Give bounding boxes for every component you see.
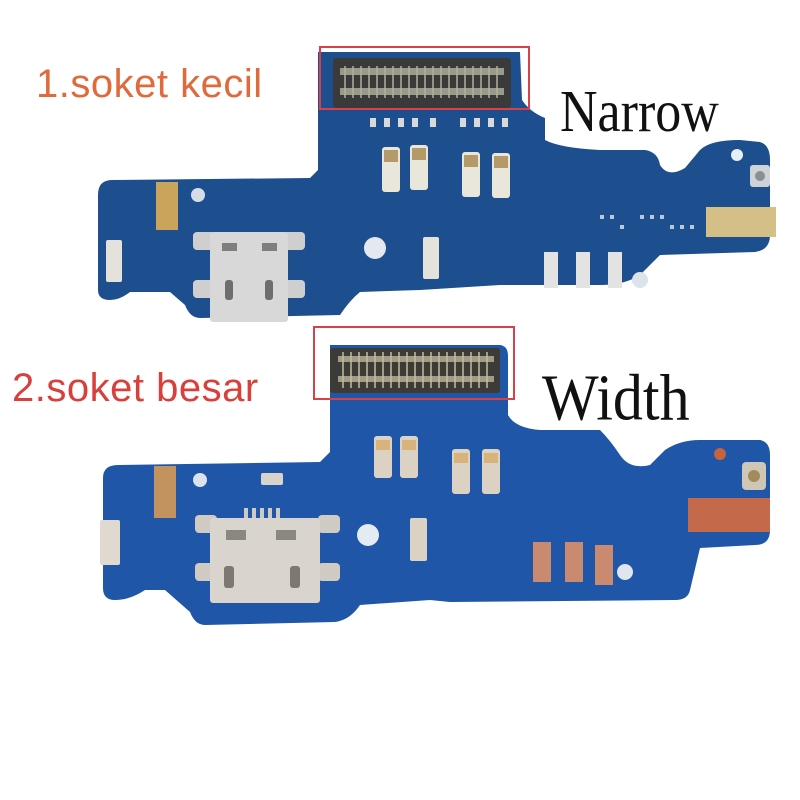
top-socket-label: 1.soket kecil (36, 62, 263, 106)
highlight-box-narrow-connector (319, 46, 530, 110)
copper-pad-right (688, 498, 770, 532)
spring-contacts-bottom (374, 436, 500, 494)
micro-usb-port-top (193, 232, 305, 322)
gold-pad-right (706, 207, 776, 237)
width-label: Width (542, 361, 690, 434)
micro-usb-port-bottom (195, 508, 340, 603)
spring-contacts-top (382, 145, 510, 198)
bottom-socket-label: 2.soket besar (12, 366, 259, 410)
top-pcb-board (98, 52, 776, 322)
gold-pad-left (156, 182, 178, 230)
narrow-label: Narrow (560, 79, 719, 145)
board-connector-narrow (333, 58, 511, 108)
gold-pad-left-bottom (154, 466, 176, 518)
bottom-pcb-board (100, 345, 770, 625)
highlight-box-wide-connector (313, 326, 515, 400)
